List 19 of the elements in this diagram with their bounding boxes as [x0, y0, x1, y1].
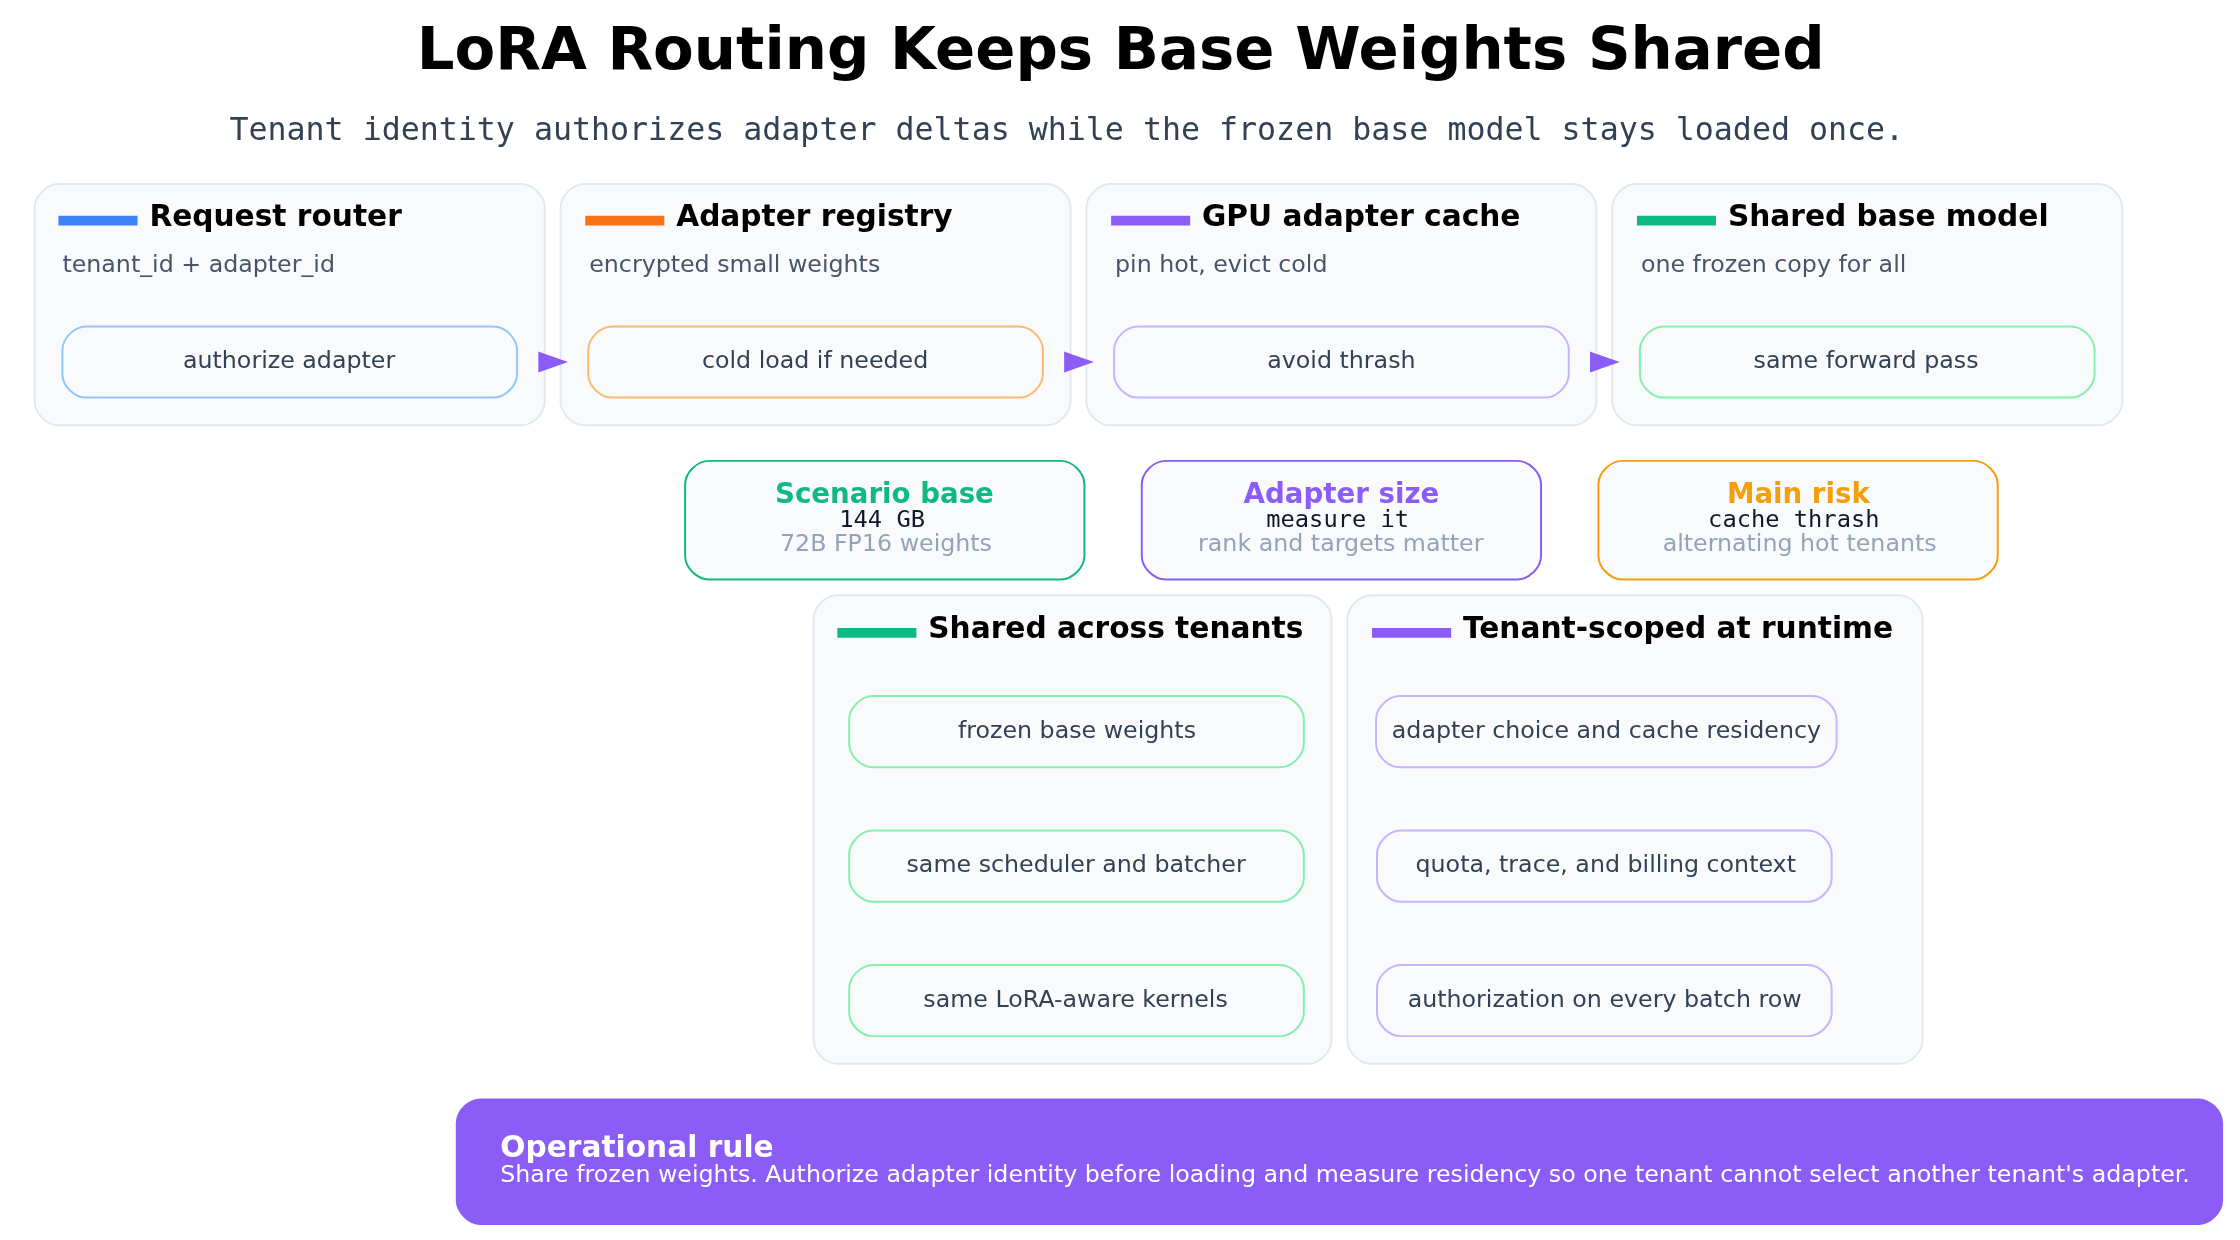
arrow — [1589, 351, 1620, 373]
arrow — [537, 351, 568, 373]
label: Tenant identity authorizes adapter deltas while the frozen base model stays loaded once. — [228, 111, 1904, 148]
node-box: authorization on every batch row — [1375, 963, 1833, 1038]
node-box: Adapter size measure it rank and targets matter — [1140, 459, 1542, 581]
node-box: quota, trace, and billing context — [1375, 829, 1833, 903]
node-box: same scheduler and batcher — [847, 829, 1305, 903]
node-box: avoid thrash — [1112, 325, 1570, 399]
node-box: same forward pass — [1638, 325, 2096, 399]
node-box: same LoRA-aware kernels — [847, 963, 1305, 1038]
node-box: authorize adapter — [60, 325, 518, 399]
node-box: Operational rule Share frozen weights. Authorize adapter identity before loading and measure residency so one tenant cannot select another tenant's adapter. — [455, 1098, 2223, 1225]
arrow — [1063, 351, 1094, 373]
node-box: frozen base weights — [847, 695, 1305, 769]
node-box: cold load if needed — [586, 325, 1044, 399]
node-box: Main risk cache thrash alternating hot tenants — [1596, 459, 1999, 581]
node-box: adapter choice and cache residency — [1374, 695, 1838, 769]
diagram-title: LoRA Routing Keeps Base Weights Shared — [416, 14, 1825, 84]
node-box: Scenario base 144 GB 72B FP16 weights — [683, 459, 1085, 581]
